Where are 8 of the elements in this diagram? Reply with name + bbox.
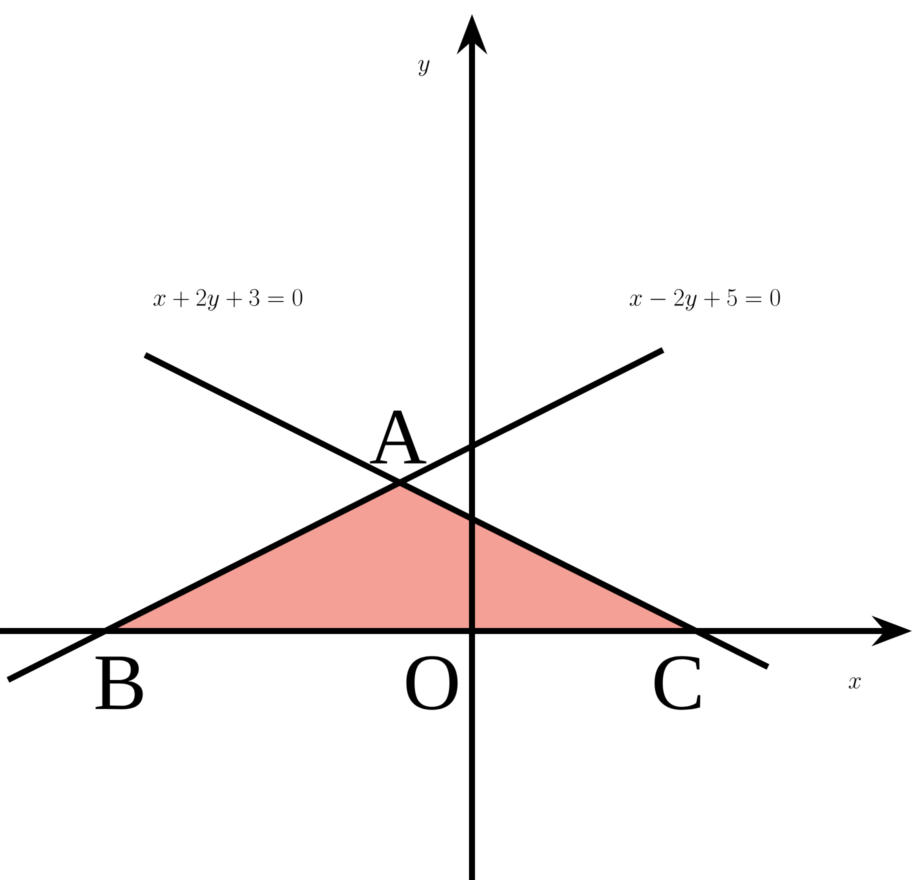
axis-label: $x$: [848, 677, 861, 689]
point-label: A: [370, 410, 426, 464]
point-label: O: [406, 656, 458, 710]
equation-label: $x-2y+5=0$: [630, 289, 780, 311]
axis-label: $y$: [418, 60, 430, 76]
equation-label: $x+2y+3=0$: [153, 289, 302, 311]
point-label: B: [96, 656, 143, 710]
point-label: C: [654, 656, 700, 710]
